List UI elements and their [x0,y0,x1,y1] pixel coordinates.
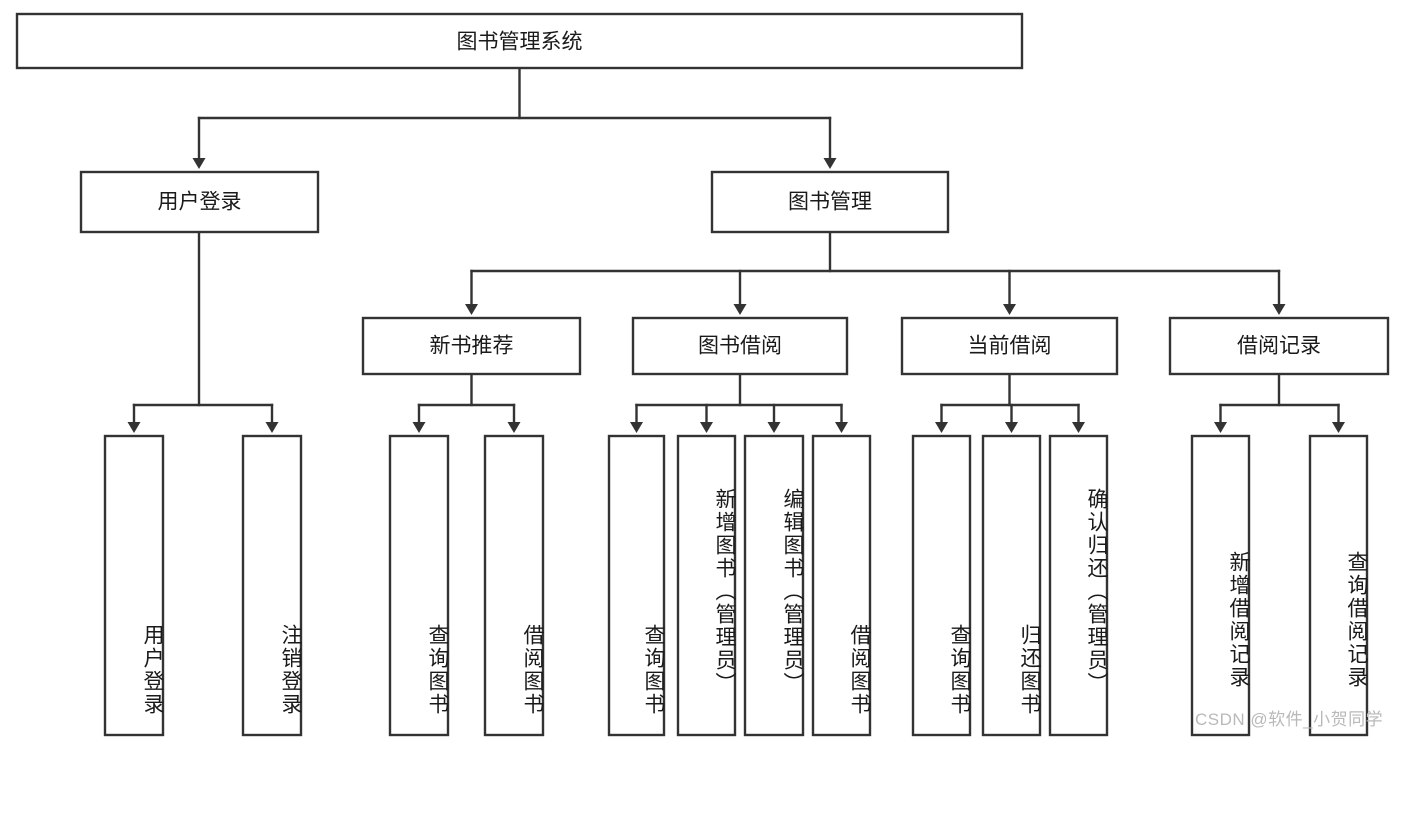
leaf-box-group [103,434,1369,737]
node-book-borrow-label: 图书借阅 [698,335,782,358]
leaf-box-user-login [103,434,165,737]
leaf-box-query-book-2 [607,434,666,737]
node-book-borrow[interactable]: 图书借阅 [631,316,849,376]
node-user-login-label: 用户登录 [158,191,242,214]
leaf-box-user-logout [241,434,303,737]
node-borrow-record[interactable]: 借阅记录 [1168,316,1390,376]
leaf-box-borrow-book-1 [483,434,545,737]
connector-group-root [192,66,837,169]
node-borrow-record-label: 借阅记录 [1237,335,1321,358]
node-new-book-recommend[interactable]: 新书推荐 [361,316,582,376]
leaf-box-borrow-book-2 [811,434,872,737]
node-book-management-label: 图书管理 [788,191,872,214]
connector-group-new-book-recommend [412,372,521,433]
csdn-watermark: CSDN @软件_小贺同学 [1195,710,1384,729]
node-new-book-recommend-label: 新书推荐 [430,335,514,358]
leaf-box-query-borrow-record [1308,434,1369,737]
node-root-label: 图书管理系统 [457,31,583,54]
leaf-box-query-book-1 [388,434,450,737]
leaf-box-edit-book [743,434,805,737]
node-current-borrow[interactable]: 当前借阅 [900,316,1119,376]
diagram-canvas: 图书管理系统 用户登录 图书管理 新书推荐 图书借阅 当前借阅 借阅记录 [15,12,1390,737]
connector-group-borrow-record [1214,372,1345,433]
node-root[interactable]: 图书管理系统 [15,12,1024,70]
leaf-box-add-book [676,434,737,737]
leaf-box-confirm-return [1048,434,1109,737]
leaf-box-query-book-3 [911,434,972,737]
leaf-box-return-book [981,434,1042,737]
connector-group-current-borrow [935,372,1085,433]
connector-group-user-login [127,230,279,433]
node-user-login[interactable]: 用户登录 [79,170,320,234]
connector-group-book-management [465,230,1286,315]
connector-group-book-borrow [630,372,848,433]
node-book-management[interactable]: 图书管理 [710,170,950,234]
hierarchy-diagram: 图书管理系统 用户登录 图书管理 新书推荐 图书借阅 当前借阅 借阅记录 [15,12,1390,737]
leaf-box-add-borrow-record [1190,434,1251,737]
node-current-borrow-label: 当前借阅 [968,335,1052,358]
